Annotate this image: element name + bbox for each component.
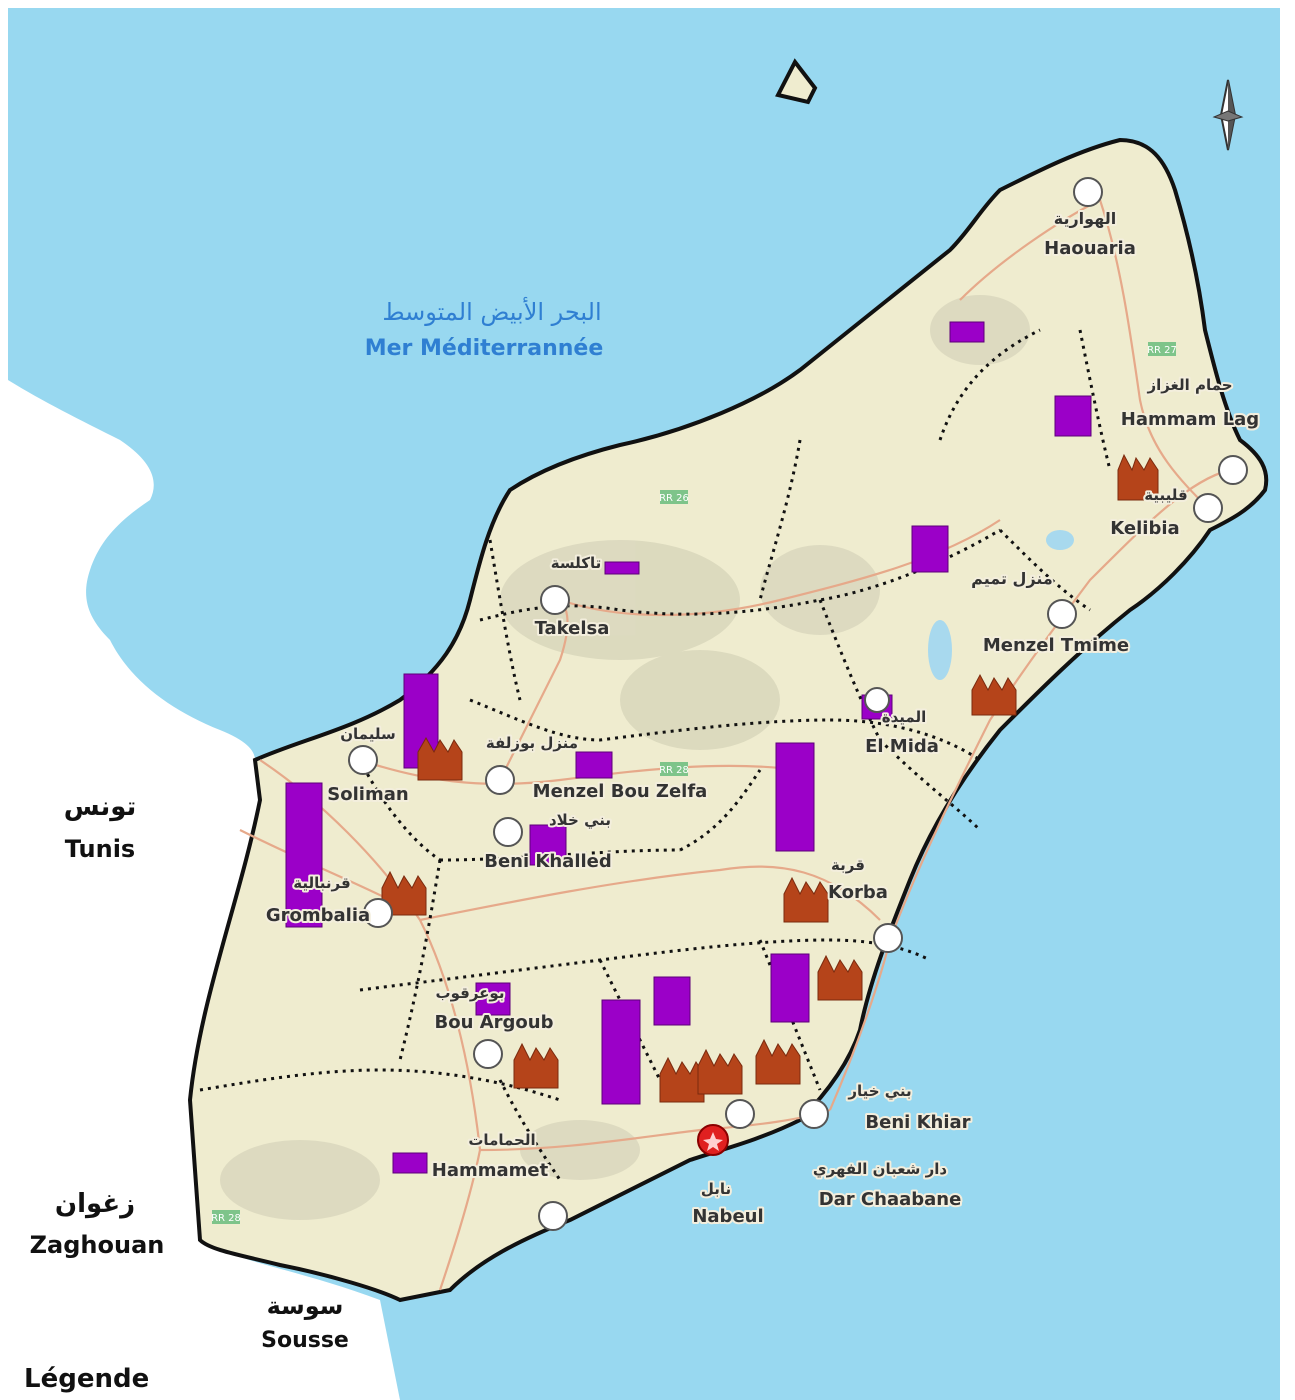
factory-symbols [381, 453, 1159, 1103]
town-label-ar-el-mida: الميدة [882, 708, 926, 726]
town-markers [348, 177, 1248, 1231]
factory-icon [417, 736, 463, 781]
town-label-ar-beni-khalled: بني خلاد [549, 811, 611, 829]
town-label-fr-hammam-laghzaz: Hammam Lag [1121, 409, 1259, 430]
factory-icon [817, 954, 863, 1001]
factory-icon [783, 876, 829, 923]
region-tunis-fr: Tunis [65, 835, 135, 863]
factory-icon [755, 1038, 801, 1085]
town-circle-icon [1073, 177, 1103, 207]
road-badge-4: RR 28 [211, 1213, 241, 1224]
bar-symbol [770, 953, 810, 1023]
town-label-fr-haouaria: Haouaria [1044, 238, 1136, 259]
town-label-ar-bou-argoub: بوعرقوب [436, 984, 505, 1002]
sea-name-ar: البحر الأبيض المتوسط [382, 297, 601, 326]
bar-symbol [475, 982, 511, 1016]
town-circle-icon [493, 817, 523, 847]
town-circle-icon [348, 745, 378, 775]
town-circle-icon [473, 1039, 503, 1069]
town-label-fr-kelibia: Kelibia [1110, 518, 1179, 539]
factory-icon [381, 870, 427, 916]
town-circle-icon [864, 687, 890, 713]
bar-symbol [911, 525, 949, 573]
town-label-fr-nabeul: Nabeul [692, 1206, 763, 1227]
bar-symbol [949, 321, 985, 343]
factory-icon [1117, 453, 1159, 501]
town-label-ar-korba: قربة [831, 856, 865, 874]
town-circle-icon [538, 1201, 568, 1231]
town-label-fr-menzel-bou-zelfa: Menzel Bou Zelfa [533, 781, 708, 802]
mainland-west [8, 380, 400, 1400]
sea-name-fr: Mer Méditerrannée [365, 336, 604, 361]
bar-symbol [775, 742, 815, 852]
town-label-fr-soliman: Soliman [327, 784, 408, 805]
bar-symbol [575, 751, 613, 779]
town-label-fr-hammamet: Hammamet [432, 1160, 549, 1181]
bar-symbol [601, 999, 641, 1105]
bar-symbol [392, 1152, 428, 1174]
lakes [928, 530, 1074, 680]
town-label-ar-hammam-laghzaz: حمام الغزاز [1146, 376, 1232, 394]
town-circle-icon [363, 898, 393, 928]
town-label-fr-grombalia: Grombalia [266, 905, 370, 926]
bar-symbol [1054, 395, 1092, 437]
zembra-island [775, 58, 818, 105]
region-zaghouan-ar: زغوان [55, 1189, 135, 1219]
town-label-ar-hammamet: الحمامات [468, 1131, 535, 1149]
bar-symbol [529, 824, 567, 866]
region-sousse-fr: Sousse [261, 1328, 349, 1353]
town-label-fr-dar-chaabane: Dar Chaabane [819, 1189, 962, 1210]
town-label-ar-kelibia: قليبية [1144, 486, 1187, 504]
town-label-fr-beni-khiar: Beni Khiar [865, 1112, 970, 1133]
town-circle-icon [873, 923, 903, 953]
town-label-ar-menzel-temime: منزل تميم [971, 569, 1053, 588]
factory-icon [659, 1056, 705, 1103]
town-label-fr-el-mida: El Mida [865, 736, 939, 757]
road-badges: RR 27 RR 26 RR 28 RR 28 [211, 342, 1177, 1224]
town-circle-icon [1218, 455, 1248, 485]
town-label-ar-beni-khiar: بني خيار [847, 1082, 911, 1100]
town-circle-icon [1047, 599, 1077, 629]
bar-symbol [285, 782, 323, 928]
town-label-ar-dar-chaabane: دار شعبان الفهري [813, 1160, 948, 1179]
region-sousse-ar: سوسة [267, 1292, 344, 1320]
town-label-ar-nabeul: نابل [701, 1180, 731, 1198]
legend-title: Légende [24, 1364, 150, 1394]
road-badge-2: RR 26 [659, 493, 689, 504]
factory-icon [971, 673, 1017, 716]
factory-icon [513, 1042, 559, 1089]
town-label-ar-soliman: سليمان [340, 725, 396, 743]
town-label-ar-takelsa: تاكلسة [551, 554, 601, 572]
town-label-fr-menzel-temime: Menzel Tmime [983, 635, 1129, 656]
town-label-fr-takelsa: Takelsa [535, 618, 610, 639]
north-arrow-icon [1212, 79, 1244, 151]
town-label-ar-menzel-bou-zelfa: منزل بوزلفة [486, 734, 578, 752]
bar-symbol [604, 561, 640, 575]
town-circle-icon [540, 585, 570, 615]
town-circle-icon [725, 1099, 755, 1129]
town-label-fr-beni-khalled: Beni Khalled [484, 851, 612, 872]
region-tunis-ar: تونس [64, 792, 137, 822]
capital-marker-icon [697, 1124, 729, 1156]
town-circle-icon [799, 1099, 829, 1129]
bar-symbol [653, 976, 691, 1026]
town-label-ar-haouaria: الهوارية [1054, 209, 1117, 228]
town-label-fr-bou-argoub: Bou Argoub [435, 1012, 554, 1033]
population-bars [285, 321, 1092, 1174]
town-label-ar-grombalia: قرنبالية [293, 874, 350, 892]
town-label-fr-korba: Korba [828, 882, 888, 903]
region-zaghouan-fr: Zaghouan [30, 1231, 165, 1259]
factory-icon [697, 1048, 743, 1095]
road-badge-3: RR 28 [659, 765, 689, 776]
town-circle-icon [1193, 493, 1223, 523]
town-circle-icon [485, 765, 515, 795]
road-badge-1: RR 27 [1147, 345, 1177, 356]
